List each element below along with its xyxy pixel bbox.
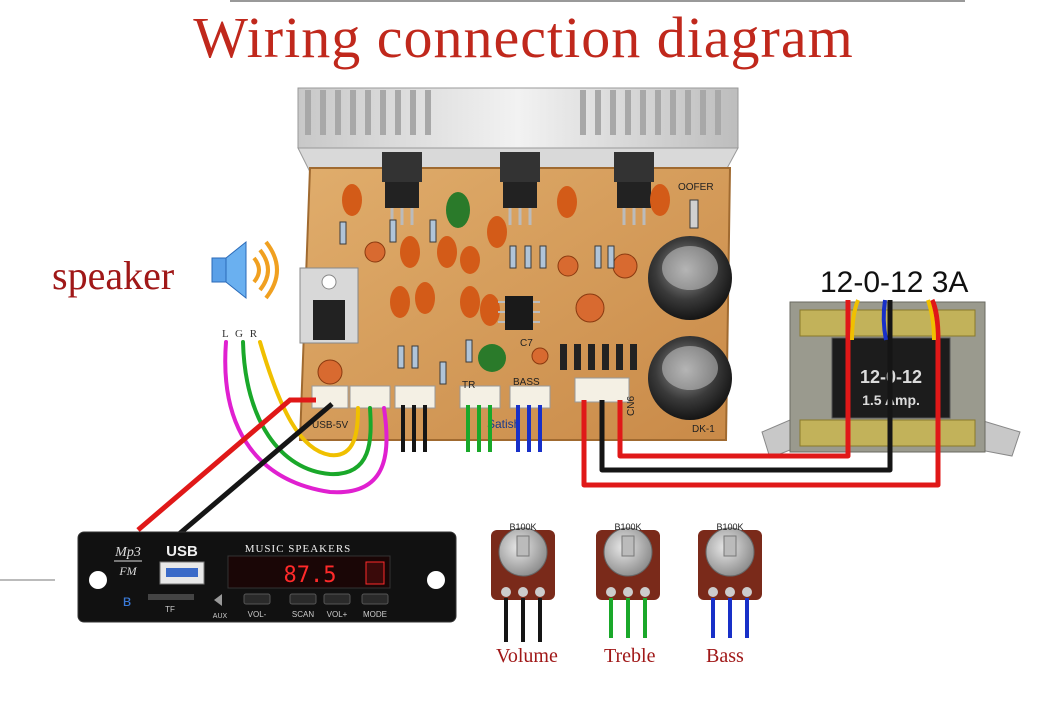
silk-cn6: CN6: [626, 396, 637, 416]
input-connector: [349, 385, 391, 409]
input-wires: [223, 340, 389, 495]
transformer-lead-blue: [881, 299, 888, 341]
small-electrolytic-caps: [317, 241, 638, 385]
tf-label: TF: [165, 605, 175, 614]
power-ic-3: [614, 152, 654, 225]
scan-label: SCAN: [292, 610, 314, 619]
pot-bass-marking: B100K: [716, 522, 743, 532]
mp3-module: Mp3 FM USB ʙ TF MUSIC SPEAKERS 87.5 AUX …: [77, 531, 457, 623]
usb-wire-red: [136, 397, 316, 532]
scan-button[interactable]: [289, 593, 317, 605]
speaker-icon: [211, 240, 279, 300]
mp3-logo-top: Mp3: [114, 545, 141, 560]
power-wire-red-outer: [581, 298, 941, 488]
module-header: MUSIC SPEAKERS: [245, 543, 352, 555]
diagram-title: Wiring connection diagram: [193, 5, 854, 70]
silk-woofer: OOFER: [678, 182, 714, 193]
bass-label: Bass: [706, 645, 744, 667]
film-capacitors: [342, 184, 670, 326]
treble-label: Treble: [604, 645, 656, 667]
input-wire-yellow-R: [258, 340, 360, 458]
bass-connector: [509, 385, 551, 409]
silk-tr: TR: [462, 380, 475, 391]
vol-plus-label: VOL+: [327, 610, 348, 619]
power-wires: [581, 298, 941, 488]
power-ic-1: [382, 152, 422, 225]
aux-label: AUX: [213, 613, 228, 620]
silk-dk: DK-1: [692, 424, 715, 435]
pot-volume-marking: B100K: [509, 522, 536, 532]
aux-icon: [214, 594, 222, 606]
filter-capacitor-1: [648, 236, 732, 320]
volume-label: Volume: [496, 645, 558, 667]
silk-usb5v: USB-5V: [312, 420, 348, 431]
op-amp-chip: [498, 296, 540, 330]
silk-bass: BASS: [513, 377, 540, 388]
bluetooth-icon: ʙ: [123, 593, 132, 610]
tf-card-slot: [148, 594, 194, 600]
frequency-readout: 87.5: [284, 563, 337, 588]
mp3-logo-bottom: FM: [118, 564, 137, 578]
power-wire-red-inner: [617, 300, 851, 459]
usb-wire-black: [170, 402, 334, 542]
silk-brand: Satish: [487, 417, 520, 431]
pot-treble-marking: B100K: [614, 522, 641, 532]
input-pin-labels: L G R: [222, 328, 260, 340]
pot-volume: B100K: [491, 522, 555, 642]
speaker-label: speaker: [52, 253, 175, 298]
vol-minus-button[interactable]: [243, 593, 271, 605]
resistors: [339, 199, 699, 385]
power-wire-black-center: [599, 300, 893, 473]
usb-power-wires: [136, 397, 334, 542]
amplifier-board: USB-5V TR BASS CN6 OOFER DK-1 C7 Satish: [297, 87, 739, 441]
pot-bass: B100K: [698, 522, 762, 638]
transformer-rating-label: 12-0-12 3A: [820, 266, 969, 299]
transformer-lead-yellow-left: [850, 299, 860, 341]
pot-header-wires: [401, 405, 542, 452]
power-ic-2: [500, 152, 540, 225]
input-wire-green-G: [241, 340, 373, 477]
voltage-regulator: [299, 267, 359, 344]
vol-minus-label: VOL-: [248, 610, 267, 619]
fm-display: [227, 555, 391, 589]
pot-treble: B100K: [596, 522, 660, 638]
usb-port-label: USB: [166, 543, 198, 560]
filter-capacitor-2: [648, 336, 732, 420]
vol-plus-button[interactable]: [323, 593, 351, 605]
input-wire-magenta-L: [223, 340, 389, 495]
mount-hole-right: [427, 571, 445, 589]
green-capacitor-2: [478, 344, 506, 372]
transformer-lead-yellow-right: [926, 299, 936, 341]
silk-c7: C7: [520, 338, 533, 349]
volume-connector: [394, 385, 436, 409]
cn6-connector: [574, 377, 630, 403]
green-capacitor: [446, 192, 470, 228]
diodes: [560, 344, 637, 370]
mode-button[interactable]: [361, 593, 389, 605]
mount-hole-left: [89, 571, 107, 589]
mode-label: MODE: [363, 610, 387, 619]
